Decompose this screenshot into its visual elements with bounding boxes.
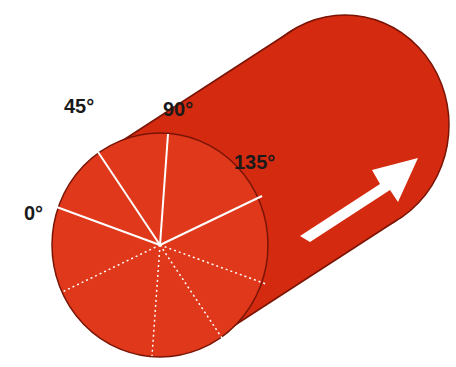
- angle-lines: [54, 134, 262, 245]
- angle-label: 0°: [24, 203, 43, 223]
- angle-label: 90°: [163, 99, 193, 119]
- angle-label: 135°: [234, 152, 275, 172]
- angle-label: 45°: [64, 96, 94, 116]
- angle-lines-dotted: [58, 245, 266, 356]
- body-edge: [108, 30, 293, 150]
- direction-arrow: [300, 158, 418, 242]
